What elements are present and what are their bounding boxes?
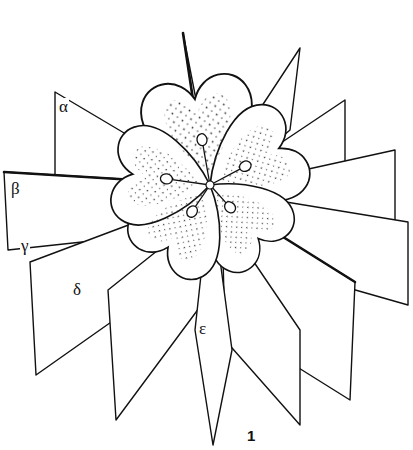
plane-label: α: [58, 98, 69, 115]
flower: [108, 70, 319, 289]
plane-label: γ: [20, 237, 30, 254]
plane-label: δ: [72, 281, 82, 298]
figure-number: 1: [246, 428, 256, 443]
plane-label: ε: [198, 320, 207, 337]
plane-label: β: [10, 180, 21, 197]
